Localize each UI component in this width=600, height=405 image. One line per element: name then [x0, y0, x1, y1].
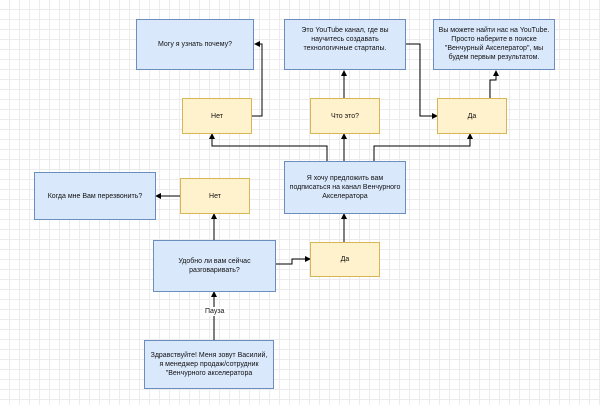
- node-callback: Когда мне Вам перезвонить?: [34, 172, 156, 220]
- edge-subscribe-to-yes: [373, 133, 473, 161]
- edge-subscribe-to-no: [209, 133, 328, 161]
- node-find-us: Вы можете найти нас на YouTube. Просто н…: [433, 19, 555, 70]
- node-youtube-channel: Это YouTube канал, где вы научитесь созд…: [284, 19, 406, 70]
- edge-yes-to-find: [489, 70, 499, 98]
- edge-convenient-to-yes: [276, 256, 311, 265]
- node-intro-greeting: Здравствуйте! Меня зовут Василий, я мене…: [144, 340, 274, 389]
- edge-no-to-why: [252, 41, 263, 117]
- node-convenient-to-talk: Удобно ли вам сейчас разговаривать?: [153, 240, 276, 292]
- answer-yes-mid: Да: [310, 242, 380, 277]
- answer-yes-top: Да: [437, 98, 507, 134]
- node-subscribe-offer: Я хочу предложить вам подписаться на кан…: [284, 161, 406, 214]
- edge-youtube-to-yes: [405, 43, 438, 119]
- answer-what-is-it: Что это?: [310, 98, 380, 134]
- answer-no-top: Нет: [182, 98, 252, 134]
- node-why: Могу я узнать почему?: [136, 19, 254, 70]
- edge-label-pause: Пауза: [203, 307, 227, 316]
- answer-no-mid: Нет: [180, 178, 250, 214]
